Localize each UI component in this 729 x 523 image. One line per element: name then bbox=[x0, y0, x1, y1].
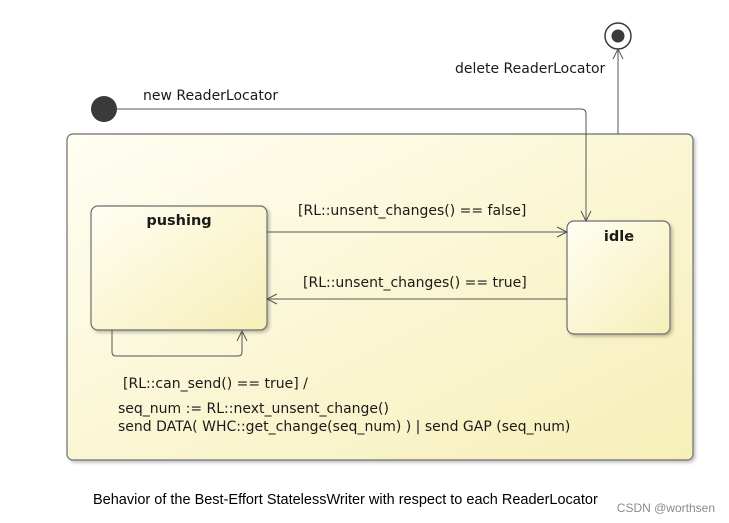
initial-transition-arrowhead bbox=[580, 210, 592, 223]
idle-to-pushing-arrowhead bbox=[265, 293, 278, 305]
initial-transition-edge bbox=[117, 108, 587, 221]
watermark: CSDN @worthsen bbox=[617, 501, 715, 515]
self-loop-arrowhead bbox=[236, 329, 248, 342]
pushing-to-idle-label: [RL::unsent_changes() == false] bbox=[298, 203, 526, 219]
self-loop-action-label-1: seq_num := RL::next_unsent_change() bbox=[118, 401, 389, 417]
initial-node bbox=[91, 96, 117, 122]
pushing-state-name: pushing bbox=[146, 213, 211, 229]
self-loop-action-label-2: send DATA( WHC::get_change(seq_num) ) | … bbox=[118, 419, 570, 435]
idle-state-name: idle bbox=[604, 229, 634, 245]
self-loop-guard-label: [RL::can_send() == true] / bbox=[123, 376, 308, 392]
final-transition-arrowhead bbox=[612, 47, 624, 60]
initial-transition-label: new ReaderLocator bbox=[143, 88, 278, 104]
idle-state bbox=[566, 220, 671, 335]
pushing-to-idle-arrowhead bbox=[556, 226, 569, 238]
pushing-state bbox=[90, 205, 268, 331]
figure-caption: Behavior of the Best-Effort StatelessWri… bbox=[93, 492, 598, 508]
final-transition-label: delete ReaderLocator bbox=[455, 61, 606, 77]
idle-to-pushing-label: [RL::unsent_changes() == true] bbox=[303, 275, 527, 291]
self-loop-edge bbox=[111, 330, 243, 357]
final-node-inner bbox=[611, 29, 625, 43]
